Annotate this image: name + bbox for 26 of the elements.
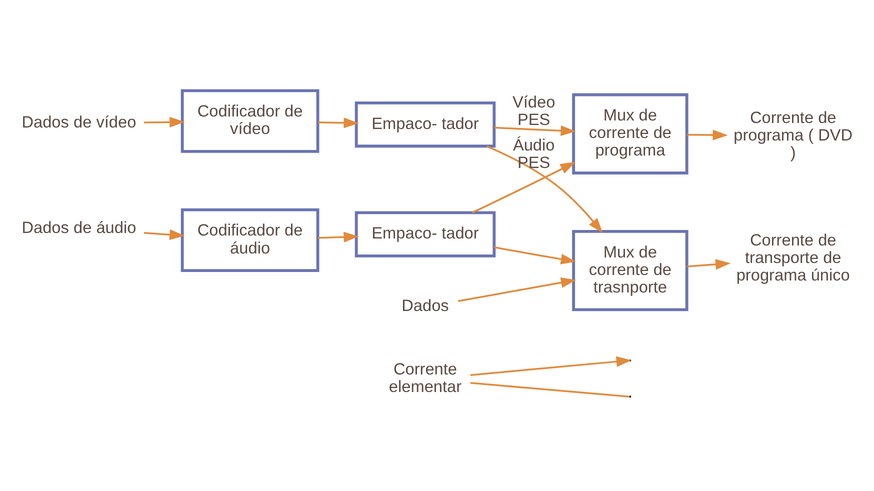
node-text: Corrente de programa ( DVD ): [733, 108, 852, 162]
arrow: [494, 246, 576, 264]
arrow: [143, 116, 184, 127]
arrow: [494, 124, 576, 136]
arrow: [471, 161, 576, 213]
arrow: [686, 258, 730, 270]
connector: [470, 382, 629, 398]
node-box: Codificador de áudio: [180, 208, 319, 272]
edge-label: Áudio PES: [512, 136, 554, 172]
node-text: Corrente de transporte de programa único: [736, 231, 850, 284]
arrow: [318, 231, 358, 242]
node-text: Dados de vídeo: [21, 113, 136, 132]
arrow: [686, 129, 728, 140]
arrow: [457, 276, 576, 302]
edge-label: Vídeo PES: [512, 92, 555, 128]
node-box: Empaco- tador: [354, 100, 496, 148]
node-box: Empaco- tador: [354, 210, 496, 257]
node-text: Corrente elementar: [388, 360, 462, 396]
arrow: [318, 117, 358, 128]
node-box: Mux de corrente de programa: [572, 92, 688, 174]
arrow: [486, 144, 602, 233]
node-box: Mux de corrente de trasnporte: [572, 229, 688, 311]
node-text: Dados de áudio: [21, 218, 136, 236]
node-box: Codificador de vídeo: [180, 88, 319, 152]
arrow: [143, 228, 184, 240]
node-text: Dados: [401, 296, 448, 315]
